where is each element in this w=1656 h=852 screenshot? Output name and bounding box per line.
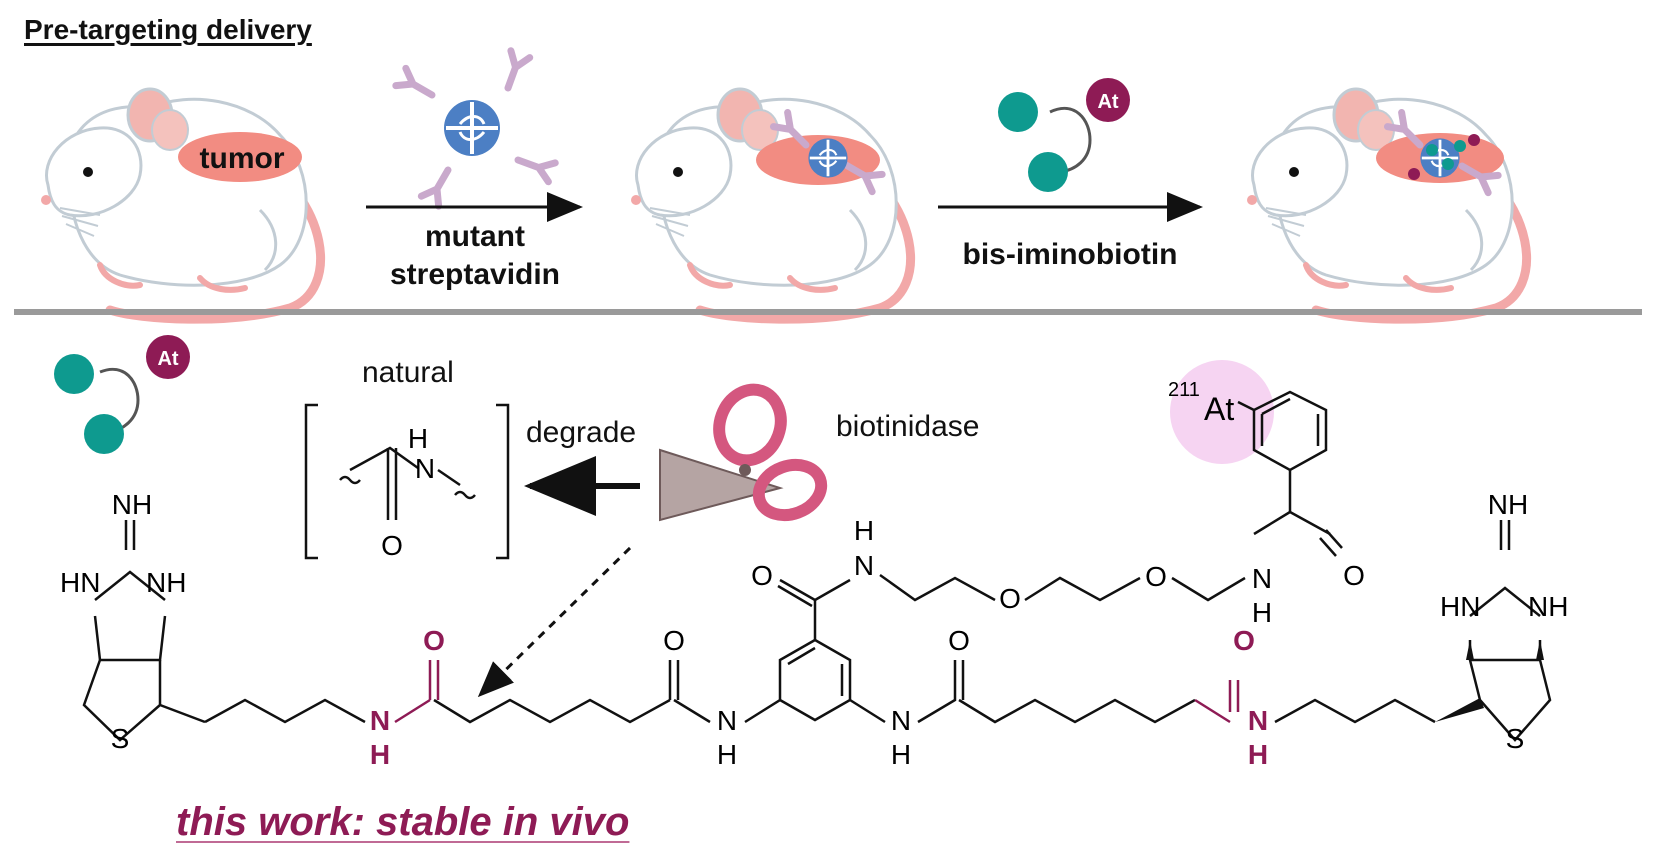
arrow-label-step-2: bis-iminobiotin [962,238,1178,271]
isotope-symbol: At [1204,391,1234,427]
atom-o-peg-1: O [999,583,1021,614]
atom-h-right-aryl: H [891,739,911,770]
natural-label: natural [362,356,454,389]
amide-o: O [381,530,403,561]
atom-hn-left: HN [60,567,100,598]
atom-n-left-aryl: N [717,705,737,736]
atom-h-benzamide: H [1252,597,1272,628]
isotope-mass: 211 [1168,379,1200,401]
atom-n-left-amide: N [370,705,390,736]
atom-o-left-chain: O [663,625,685,656]
atom-n-right-amide: N [1248,705,1268,736]
stereo-wedge-ring-right-1 [1466,640,1474,660]
tumor-label: tumor [200,142,285,175]
biotinidase-label: biotinidase [836,410,980,443]
stereo-wedge-ring-right-2 [1536,640,1544,660]
atom-nh-right: NH [1528,591,1568,622]
astatine-highlight [1170,360,1274,464]
arrow-label-step-1: mutant streptavidin [370,218,580,294]
streptavidin-complex [396,51,555,206]
atom-s-left: S [111,723,130,754]
benzoyl-ring [1237,390,1343,557]
atom-h-left-amide: H [370,739,390,770]
atom-o-right-chain: O [948,625,970,656]
molecule-backbone [82,520,1552,742]
natural-amide-bracket [304,403,510,560]
atom-h-left-aryl: H [717,739,737,770]
atom-o-benzamide: O [1343,560,1365,591]
section-title: Pre-targeting delivery [24,14,312,45]
mouse-1 [41,89,321,319]
astatine-label-legend: At [157,348,178,370]
atom-n-top-amide: N [854,550,874,581]
atom-h-top-amide: H [854,515,874,546]
atom-n-benzamide: N [1252,563,1272,594]
atom-hn-right: HN [1440,591,1480,622]
atom-nh-imine-left: NH [112,489,152,520]
arrow-label-step-1-line-1: mutant [425,220,525,253]
atom-o-left-amide: O [423,625,445,656]
footer-caption: this work: stable in vivo [176,800,630,844]
degrade-label: degrade [526,416,637,449]
astatine-label-top: At [1097,91,1118,113]
scissors-icon [659,383,828,522]
bis-iminobiotin-glyph-legend [54,335,190,454]
atom-n-right-aryl: N [891,705,911,736]
atom-o-top-carbonyl: O [751,560,773,591]
cleavage-dashed-arrow [477,546,632,698]
atom-nh-left: NH [146,567,186,598]
atom-labels: NH HN NH S O N H O N H O H N O O N H O N… [60,489,1568,770]
bis-iminobiotin-glyph-top [998,78,1130,192]
stereo-wedge-right [1435,698,1484,722]
mouse-2 [631,89,911,319]
atom-o-peg-2: O [1145,561,1167,592]
amide-h: H [408,423,428,454]
atom-o-right-amide: O [1233,625,1255,656]
arrow-label-step-1-line-2: streptavidin [389,258,561,291]
amide-n: N [415,453,435,484]
mouse-3 [1247,89,1527,319]
atom-nh-imine-right: NH [1488,489,1528,520]
atom-s-right: S [1506,723,1525,754]
atom-h-right-amide: H [1248,739,1268,770]
